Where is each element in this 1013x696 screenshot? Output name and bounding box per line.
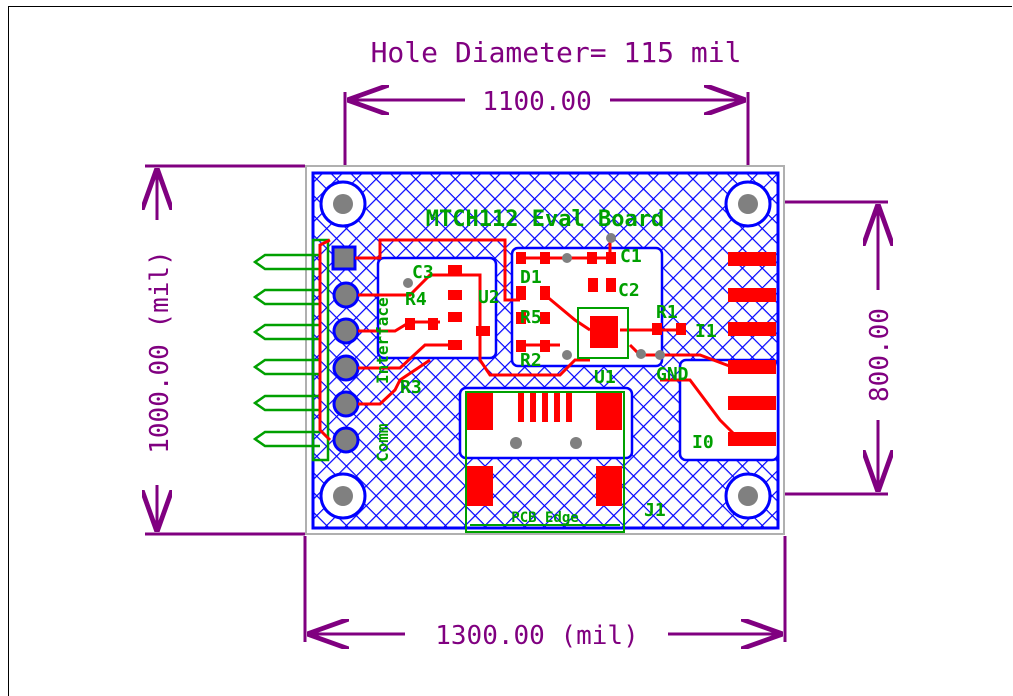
label-c2: C2 xyxy=(618,280,640,301)
top-dimension: 1100.00 xyxy=(343,87,750,195)
header-pins xyxy=(252,238,330,462)
hole-diameter-title: Hole Diameter= 115 mil xyxy=(371,36,742,69)
board-name-label: MTCH112 Eval Board xyxy=(426,207,664,232)
label-interface: Interface xyxy=(373,297,392,384)
label-comm: Comm xyxy=(373,423,392,462)
left-dimension: 1000.00 (mil) xyxy=(145,164,305,536)
silkscreen-outlines xyxy=(465,307,629,533)
bottom-dimension: 1300.00 (mil) xyxy=(303,536,787,651)
right-dimension-label: 800.00 xyxy=(865,308,895,402)
label-r1: R1 xyxy=(656,302,678,323)
right-dimension: 800.00 xyxy=(775,200,895,496)
top-dimension-label: 1100.00 xyxy=(482,87,592,117)
label-i0: I0 xyxy=(692,432,714,453)
label-gnd: GND xyxy=(656,364,689,385)
left-dimension-label: 1000.00 (mil) xyxy=(145,250,175,454)
label-u2: U2 xyxy=(478,287,500,308)
label-d1: D1 xyxy=(520,267,542,288)
label-r2: R2 xyxy=(520,350,542,371)
silkscreen-labels: MTCH112 Eval Board C1 C2 C3 D1 R1 R2 R3 … xyxy=(373,207,717,526)
label-r4: R4 xyxy=(405,289,427,310)
label-c3: C3 xyxy=(412,262,434,283)
label-r3: R3 xyxy=(400,377,422,398)
copper-traces xyxy=(318,238,742,442)
vias xyxy=(403,233,665,449)
label-u1: U1 xyxy=(594,367,616,388)
label-c1: C1 xyxy=(620,246,642,267)
bottom-dimension-label: 1300.00 (mil) xyxy=(435,621,639,651)
smd-pads xyxy=(405,252,776,506)
label-i1: I1 xyxy=(695,321,717,342)
label-r5: R5 xyxy=(520,307,542,328)
label-pcb-edge: PCB Edge xyxy=(511,510,578,526)
mounting-holes xyxy=(319,180,772,520)
drawing-frame xyxy=(8,6,1012,696)
label-j1: J1 xyxy=(644,500,666,521)
